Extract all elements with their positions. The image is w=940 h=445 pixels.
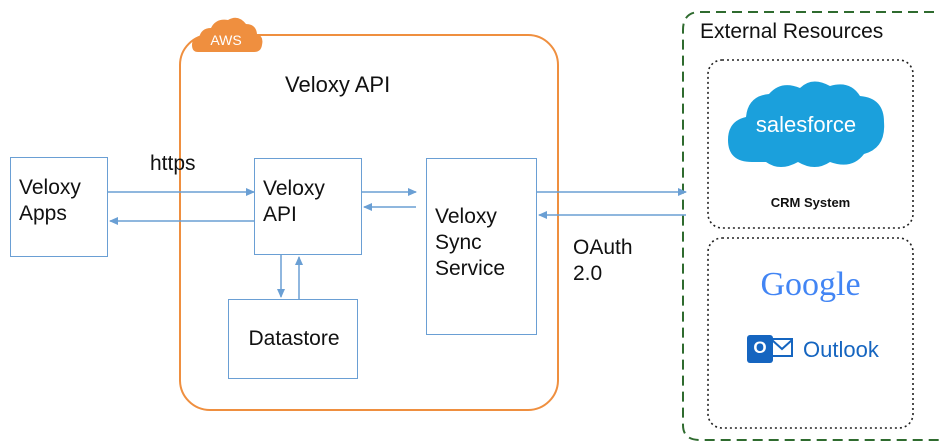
sync-label-3: Service [435, 257, 506, 280]
oauth-label-1: OAuth [573, 236, 633, 259]
outlook-label: Outlook [803, 337, 879, 362]
veloxy-api-label-1: Veloxy [263, 177, 325, 200]
outlook-badge-letter: O [753, 338, 767, 357]
veloxy-apps-box: Veloxy Apps [10, 157, 108, 257]
datastore-label: Datastore [248, 327, 340, 350]
salesforce-logo-text: salesforce [755, 112, 857, 137]
aws-cloud-icon [192, 17, 263, 52]
crm-system-label: CRM System [770, 195, 851, 210]
sync-label-2: Sync [435, 231, 482, 254]
sync-label-1: Veloxy [435, 205, 497, 228]
veloxy-apps-label-1: Veloxy [19, 176, 81, 199]
datastore-box: Datastore [228, 299, 358, 379]
aws-badge-label: AWS [210, 32, 242, 48]
external-group-border [682, 11, 940, 441]
google-outlook-box-border [707, 237, 914, 429]
google-text: Google [760, 266, 861, 303]
google-logo-text: Google [708, 266, 913, 304]
outlook-badge-icon [747, 335, 773, 363]
veloxy-api-box: Veloxy API [254, 158, 362, 255]
veloxy-apps-label-2: Apps [19, 202, 67, 225]
aws-group-border [179, 34, 559, 411]
https-label: https [150, 152, 196, 175]
oauth-label-2: 2.0 [573, 262, 603, 285]
veloxy-api-label-2: API [263, 203, 297, 226]
veloxy-sync-service-box: Veloxy Sync Service [426, 158, 537, 335]
salesforce-cloud-icon [728, 81, 885, 167]
aws-group-title: Veloxy API [285, 72, 391, 97]
external-resources-title: External Resources [700, 20, 884, 43]
